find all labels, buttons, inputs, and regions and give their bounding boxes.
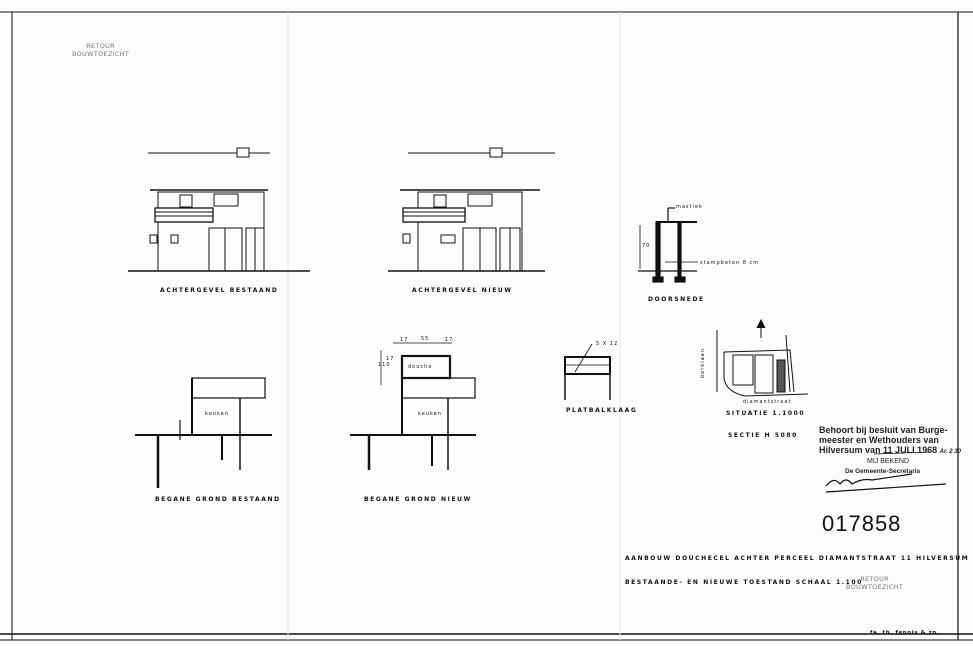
label-platbalklaag: PLATBALKLAAG bbox=[566, 407, 638, 414]
label-douche: douche bbox=[408, 364, 433, 370]
label-plan-new: BEGANE GROND NIEUW bbox=[364, 496, 472, 503]
signature bbox=[825, 473, 947, 493]
stamp-retour-bottom: RETOUR BOUWTOEZICHT bbox=[846, 575, 903, 591]
title-line-2: BESTAANDE- EN NIEUWE TOESTAND SCHAAL 1.1… bbox=[625, 579, 863, 586]
stamp-line: RETOUR bbox=[86, 42, 115, 50]
approval-date-line: Hilversum van 11 JULI 1968 Ar. 2 30 bbox=[819, 445, 961, 457]
approval-ref: Ar. 2 30 bbox=[939, 449, 961, 455]
elevation-new bbox=[388, 147, 555, 272]
approval-line: Behoort bij besluit van Burge- bbox=[819, 425, 948, 435]
stamp-retour-top: RETOUR BOUWTOEZICHT bbox=[72, 42, 129, 58]
dim-17-left: 17 bbox=[400, 337, 409, 343]
dim-17-vertical: 17 bbox=[386, 356, 395, 362]
approval-date: 11 JULI 1968 bbox=[883, 445, 938, 455]
label-situatie: SITUATIE 1.1000 bbox=[726, 410, 806, 417]
label-elevation-new: ACHTERGEVEL NIEUW bbox=[412, 287, 513, 294]
dim-17-right: 17 bbox=[445, 337, 454, 343]
label-mastiek: mastiek bbox=[676, 204, 703, 210]
label-stampbeton: stampbeton 8 cm bbox=[700, 260, 760, 266]
maker-label: fa. th. fennis & zn. bbox=[870, 630, 940, 636]
label-diamantstraat: diamantstraat bbox=[743, 399, 792, 405]
site-plan bbox=[716, 318, 809, 397]
title-line-1: AANBOUW DOUCHECEL ACHTER PERCEEL DIAMANT… bbox=[625, 555, 970, 562]
dim-110: 110 bbox=[378, 362, 391, 368]
plan-new bbox=[350, 342, 476, 470]
label-elevation-existing: ACHTERGEVEL BESTAAND bbox=[160, 287, 279, 294]
stamp-line: BOUWTOEZICHT bbox=[72, 50, 130, 58]
approval-line: MIJ BEKEND bbox=[867, 458, 910, 465]
section-drawing bbox=[638, 207, 698, 283]
label-doorsnede: DOORSNEDE bbox=[648, 296, 705, 303]
label-beam: 5 X 12 bbox=[596, 341, 619, 347]
approval-prefix: Hilversum van bbox=[819, 445, 881, 455]
elevation-existing bbox=[128, 147, 310, 272]
label-keuken-existing: keuken bbox=[205, 411, 229, 417]
label-side-street: berklaan bbox=[700, 348, 706, 378]
dim-55: 55 bbox=[421, 336, 430, 342]
label-keuken-new: keuken bbox=[418, 411, 442, 417]
stamp-line: BOUWTOEZICHT bbox=[846, 583, 904, 591]
plan-existing bbox=[135, 377, 272, 488]
approval-line: meester en Wethouders van bbox=[819, 435, 939, 445]
drawing-number: 017858 bbox=[822, 511, 902, 536]
label-sectie: SECTIE H 5080 bbox=[728, 432, 798, 439]
roof-drawing bbox=[564, 343, 611, 400]
approval-line: De Gemeente-Secretaris bbox=[845, 468, 921, 475]
label-plan-existing: BEGANE GROND BESTAAND bbox=[155, 496, 281, 503]
stamp-line: RETOUR bbox=[860, 575, 889, 583]
approval-stamp: Behoort bij besluit van Burge- meester e… bbox=[819, 425, 961, 477]
label-height: 70 bbox=[642, 243, 651, 249]
